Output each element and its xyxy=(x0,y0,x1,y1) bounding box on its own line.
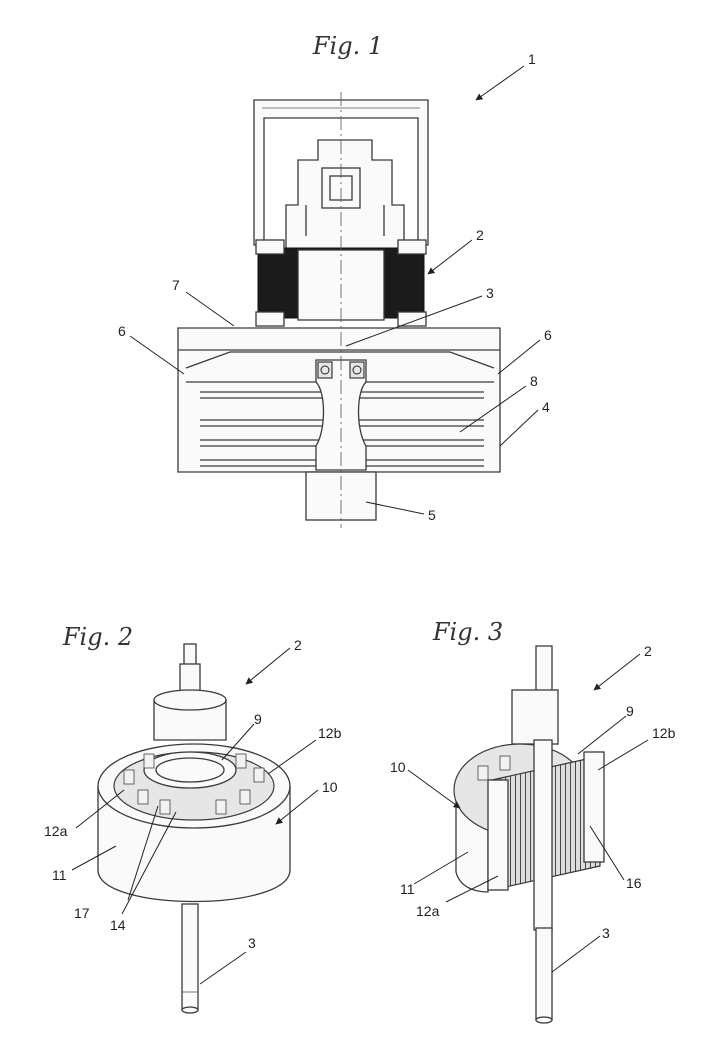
fig1-title: Fig. 1 xyxy=(312,32,383,60)
fig2-callout-10: 10 xyxy=(322,779,338,795)
fig2-callout-12a: 12a xyxy=(44,823,68,839)
fig2-callout-14: 14 xyxy=(110,917,126,933)
fig2-callout-17: 17 xyxy=(74,905,90,921)
fig2-title: Fig. 2 xyxy=(62,623,133,651)
fig1-callout-3: 3 xyxy=(486,285,494,301)
fig1-cross-section-drawing xyxy=(178,92,500,528)
figure-2: Fig. 2 xyxy=(44,623,342,1013)
fig2-callout-11: 11 xyxy=(52,867,67,883)
fig1-callout-4: 4 xyxy=(542,399,550,415)
fig2-callout-3: 3 xyxy=(248,935,256,951)
fig3-callout-12a: 12a xyxy=(416,903,440,919)
fig3-callout-9: 9 xyxy=(626,703,634,719)
figure-3: Fig. 3 xyxy=(390,618,676,1023)
fig1-callout-6-left: 6 xyxy=(118,323,126,339)
fig1-callout-7: 7 xyxy=(172,277,180,293)
fig2-rotor-perspective-drawing xyxy=(98,644,290,1013)
fig1-callout-8: 8 xyxy=(530,373,538,389)
fig1-callout-6-right: 6 xyxy=(544,327,552,343)
fig3-rotor-section-drawing xyxy=(454,646,604,1023)
fig3-title: Fig. 3 xyxy=(432,618,503,646)
fig1-callout-2: 2 xyxy=(476,227,484,243)
fig2-callout-9: 9 xyxy=(254,711,262,727)
fig3-callout-16: 16 xyxy=(626,875,642,891)
fig3-callout-2: 2 xyxy=(644,643,652,659)
fig1-callout-5: 5 xyxy=(428,507,436,523)
figure-1: Fig. 1 xyxy=(118,32,552,528)
fig2-callout-2: 2 xyxy=(294,637,302,653)
fig3-callout-12b: 12b xyxy=(652,725,676,741)
fig1-callout-1: 1 xyxy=(528,51,536,67)
fig3-callout-11: 11 xyxy=(400,881,415,897)
fig3-callout-10: 10 xyxy=(390,759,406,775)
fig3-callout-3: 3 xyxy=(602,925,610,941)
fig2-callout-12b: 12b xyxy=(318,725,342,741)
